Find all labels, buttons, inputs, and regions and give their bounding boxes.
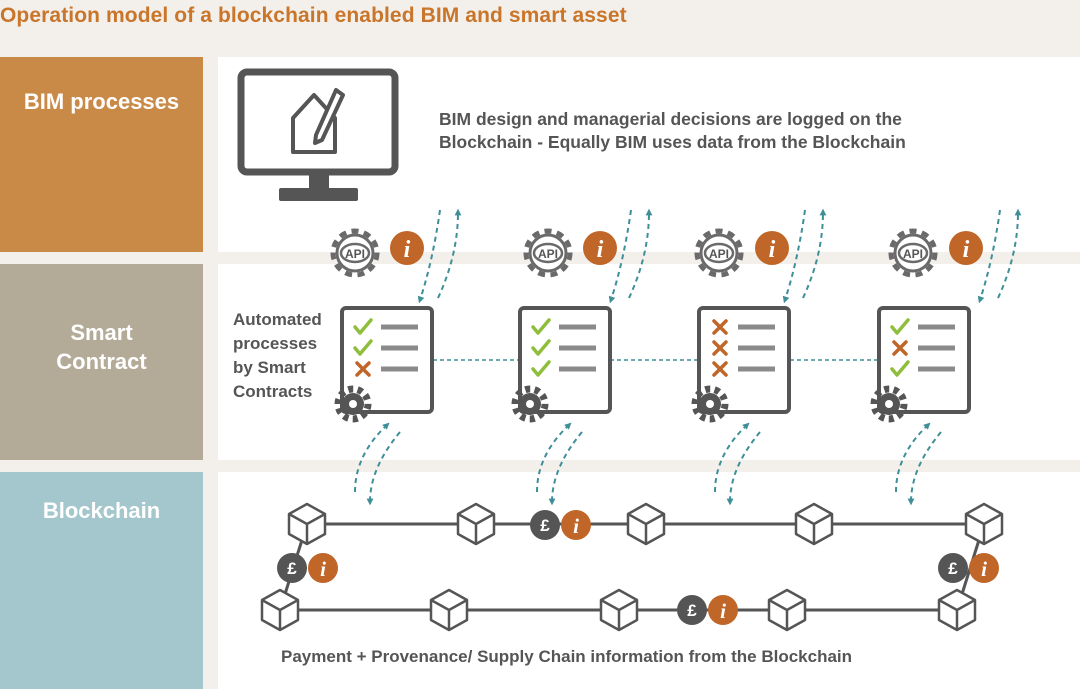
- block-cube-icon: [767, 588, 807, 632]
- bim-description-line2: Blockchain - Equally BIM uses data from …: [439, 132, 906, 152]
- automated-line: Contracts: [233, 382, 313, 401]
- band-smart-contract: Smart Contract: [0, 264, 203, 460]
- api-label: API: [903, 247, 923, 261]
- block-cube-icon: [794, 502, 834, 546]
- info-label: i: [404, 237, 411, 263]
- pound-label: £: [687, 601, 697, 620]
- automated-line: processes: [233, 334, 318, 353]
- info-label: i: [769, 237, 776, 263]
- pound-label: £: [287, 559, 297, 578]
- info-label: i: [320, 557, 326, 581]
- contract-checklist-marks: [353, 318, 910, 377]
- info-icon: [708, 595, 738, 625]
- automated-processes-text: Automated processes by Smart Contracts: [233, 308, 322, 404]
- pound-icon: [277, 553, 307, 583]
- block-cube-icon: [456, 502, 496, 546]
- band-blockchain-label: Blockchain: [42, 498, 161, 523]
- band-smart-contract-label: Smart Contract: [56, 320, 147, 374]
- pound-icon: [530, 510, 560, 540]
- info-icon: [390, 231, 424, 265]
- bim-contract-arrows: [417, 208, 1022, 304]
- block-cube-icon: [937, 588, 977, 632]
- contract-blockchain-arrows: [354, 422, 942, 506]
- diagram-title: Operation model of a blockchain enabled …: [0, 4, 627, 27]
- info-label: i: [981, 557, 987, 581]
- api-label: API: [538, 247, 558, 261]
- block-cube-icon: [260, 588, 300, 632]
- band-blockchain: Blockchain: [0, 472, 203, 689]
- pound-icon: [938, 553, 968, 583]
- info-icon: [583, 231, 617, 265]
- block-cube-icon: [429, 588, 469, 632]
- info-icon: [969, 553, 999, 583]
- info-label: i: [573, 514, 579, 538]
- automated-line: Automated: [233, 310, 322, 329]
- block-cube-icon: [626, 502, 666, 546]
- block-cube-icon: [599, 588, 639, 632]
- band-bim-label: BIM processes: [23, 89, 180, 114]
- api-label: API: [709, 247, 729, 261]
- bim-description: BIM design and managerial decisions are …: [439, 108, 999, 154]
- pound-label: £: [540, 516, 550, 535]
- pound-icon: [677, 595, 707, 625]
- pound-label: £: [948, 559, 958, 578]
- block-cube-icon: [287, 502, 327, 546]
- info-icon: [308, 553, 338, 583]
- info-icon: [755, 231, 789, 265]
- block-cube-icon: [964, 502, 1004, 546]
- info-label: i: [720, 599, 726, 623]
- automated-line: by Smart: [233, 358, 306, 377]
- info-label: i: [963, 237, 970, 263]
- monitor-icon: [237, 68, 399, 201]
- info-icon: [949, 231, 983, 265]
- info-icon: [561, 510, 591, 540]
- bim-description-line1: BIM design and managerial decisions are …: [439, 109, 902, 129]
- band-bim-processes: BIM processes: [0, 57, 203, 252]
- api-label: API: [345, 247, 365, 261]
- blockchain-footer-text: Payment + Provenance/ Supply Chain infor…: [281, 647, 853, 666]
- info-label: i: [597, 237, 604, 263]
